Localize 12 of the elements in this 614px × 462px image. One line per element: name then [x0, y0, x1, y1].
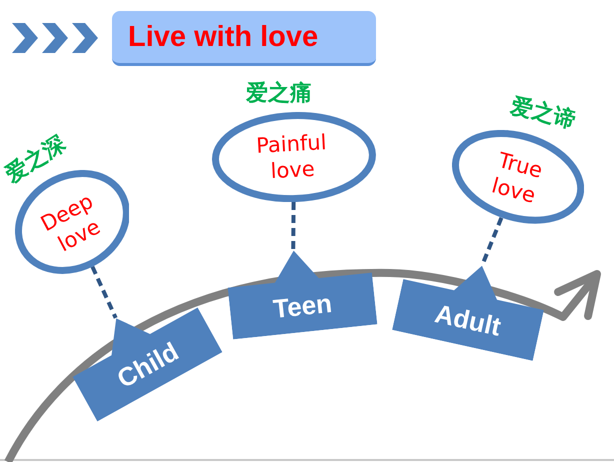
side-caption: 爱之谛 [508, 93, 578, 135]
side-caption: 爱之痛 [246, 81, 312, 107]
stage-label: Teen [271, 288, 333, 324]
slide-title: Live with love [112, 11, 376, 66]
dashed-connector [291, 202, 296, 251]
bubble-text: Painful love [254, 129, 328, 186]
stage-label: Child [111, 335, 183, 393]
stage-label: Adult [432, 298, 504, 342]
bubble-text: Deep love [36, 188, 106, 258]
bubble-text: True love [488, 147, 546, 210]
dashed-connector [90, 266, 118, 319]
side-caption: 爱之深 [1, 131, 71, 189]
